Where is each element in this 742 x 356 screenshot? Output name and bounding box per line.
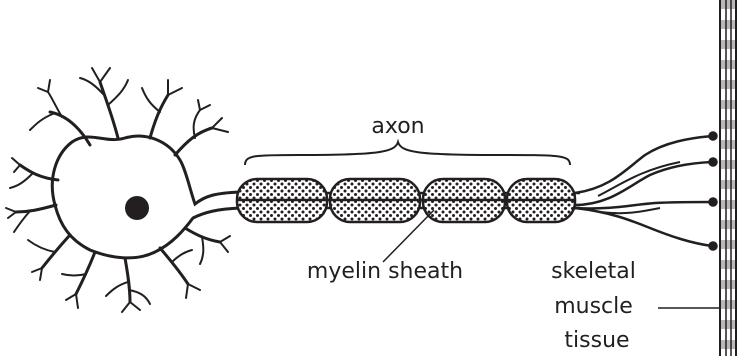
skeletal-muscle-tissue-label: skeletal muscle tissue (551, 259, 643, 353)
terminal-bouton (710, 243, 717, 250)
axon-terminals (575, 133, 717, 250)
axon-label: axon (371, 114, 424, 139)
terminal-bouton (710, 133, 717, 140)
nucleus (125, 196, 149, 220)
axon-brace (245, 142, 570, 165)
label-line-skeletal: skeletal (551, 259, 636, 284)
myelin-sheath-segments (237, 179, 575, 222)
terminal-bouton (710, 159, 717, 166)
label-line-tissue: tissue (564, 328, 629, 353)
label-line-muscle: muscle (554, 294, 633, 319)
myelin-sheath-label: myelin sheath (307, 259, 463, 284)
terminal-bouton (710, 199, 717, 206)
skeletal-muscle-tissue (720, 0, 736, 356)
